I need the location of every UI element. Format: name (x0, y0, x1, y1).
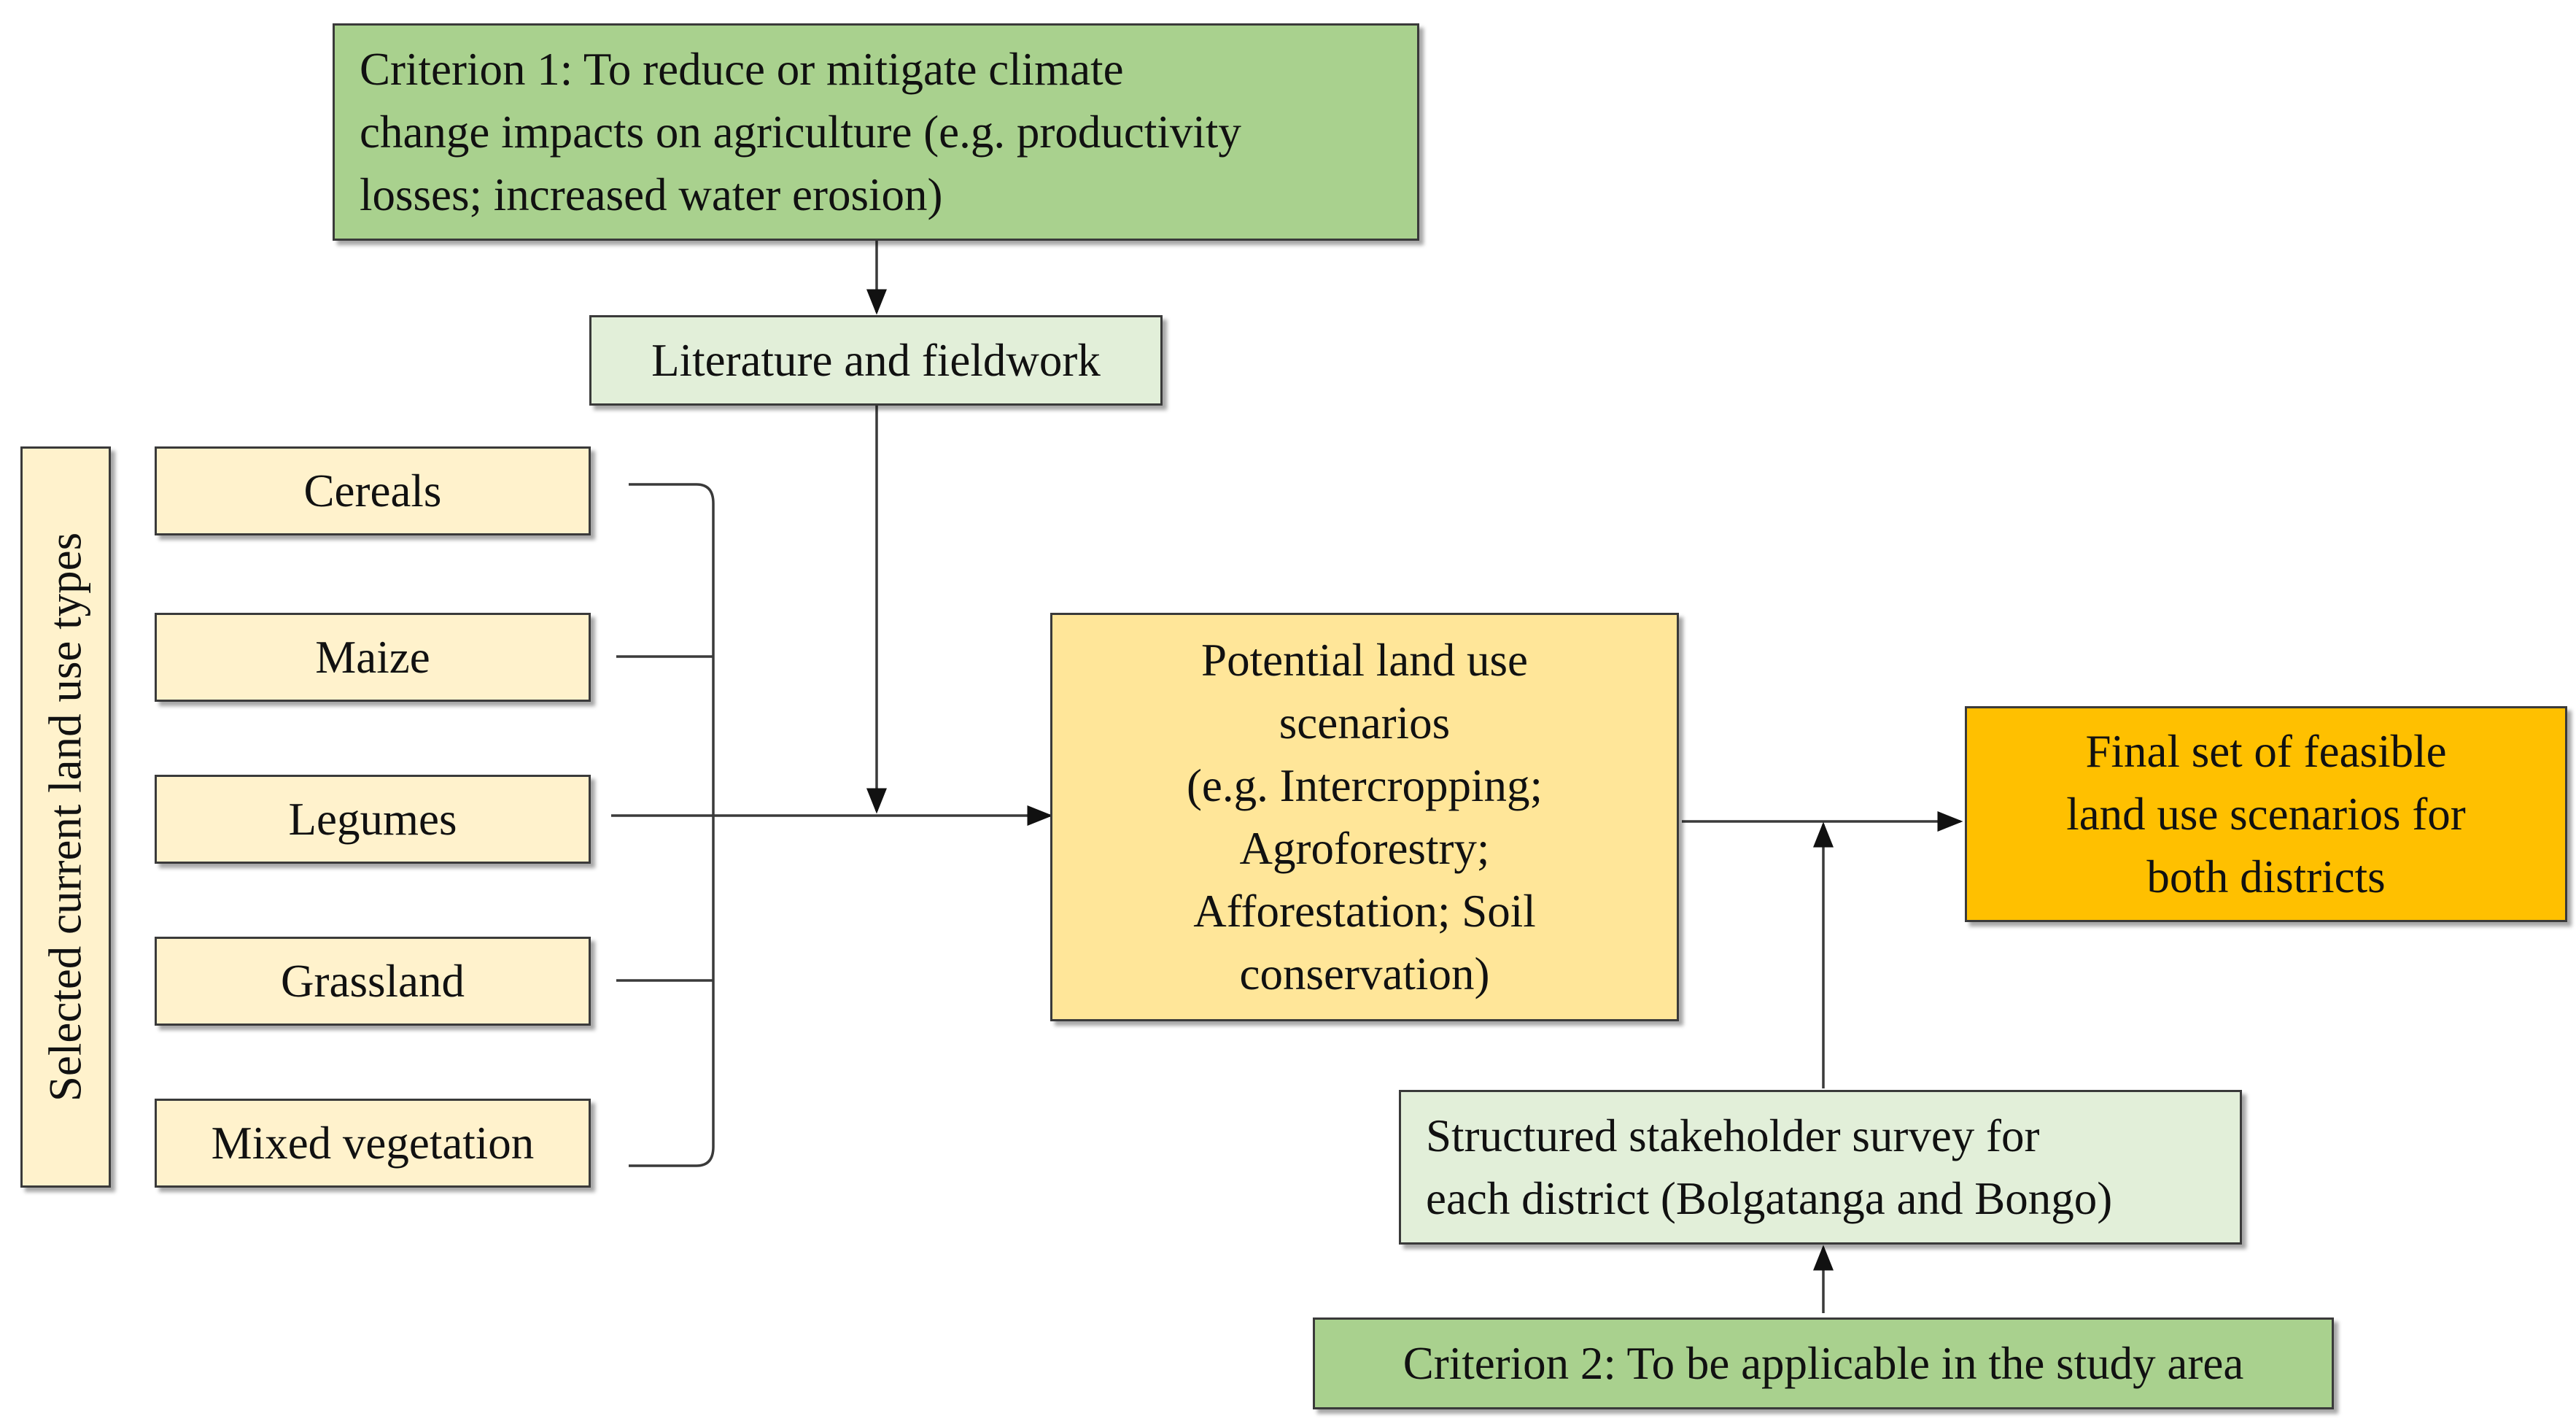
land-use-bracket (629, 483, 715, 1167)
potential-scenarios-line: Afforestation; Soil (1193, 886, 1536, 937)
selected-land-use-types-box: Selected current land use types (20, 446, 111, 1188)
land-use-maize: Maize (155, 613, 591, 702)
land-use-label: Mixed vegetation (211, 1118, 535, 1169)
criterion-1-line: change impacts on agriculture (e.g. prod… (360, 107, 1241, 158)
selected-land-use-types-label: Selected current land use types (39, 532, 91, 1102)
final-scenarios-line: both districts (2146, 851, 2386, 902)
criterion-2-label: Criterion 2: To be applicable in the stu… (1403, 1338, 2244, 1389)
criterion-1-box: Criterion 1: To reduce or mitigate clima… (333, 23, 1419, 241)
land-use-mixed-vegetation: Mixed vegetation (155, 1099, 591, 1188)
stakeholder-survey-line: Structured stakeholder survey for (1426, 1110, 2040, 1161)
final-scenarios-line: land use scenarios for (2066, 789, 2466, 840)
final-scenarios-line: Final set of feasible (2085, 726, 2447, 777)
literature-fieldwork-label: Literature and fieldwork (651, 335, 1101, 386)
stakeholder-survey-box: Structured stakeholder survey for each d… (1399, 1090, 2242, 1245)
literature-fieldwork-box: Literature and fieldwork (589, 315, 1163, 406)
potential-scenarios-line: Agroforestry; (1239, 823, 1490, 874)
potential-scenarios-line: (e.g. Intercropping; (1186, 760, 1543, 811)
land-use-label: Cereals (303, 465, 442, 516)
final-scenarios-box: Final set of feasible land use scenarios… (1965, 706, 2567, 922)
land-use-grassland: Grassland (155, 937, 591, 1026)
potential-scenarios-line: Potential land use (1201, 635, 1528, 686)
stakeholder-survey-line: each district (Bolgatanga and Bongo) (1426, 1173, 2113, 1224)
land-use-legumes: Legumes (155, 775, 591, 864)
potential-scenarios-line: scenarios (1279, 697, 1451, 748)
land-use-label: Grassland (281, 956, 465, 1007)
land-use-label: Maize (315, 632, 430, 683)
potential-scenarios-line: conservation) (1239, 948, 1490, 999)
potential-scenarios-box: Potential land use scenarios (e.g. Inter… (1050, 613, 1679, 1021)
land-use-label: Legumes (288, 794, 457, 845)
criterion-1-line: losses; increased water erosion) (360, 169, 943, 220)
land-use-cereals: Cereals (155, 446, 591, 535)
criterion-2-box: Criterion 2: To be applicable in the stu… (1313, 1317, 2334, 1409)
criterion-1-line: Criterion 1: To reduce or mitigate clima… (360, 44, 1124, 95)
